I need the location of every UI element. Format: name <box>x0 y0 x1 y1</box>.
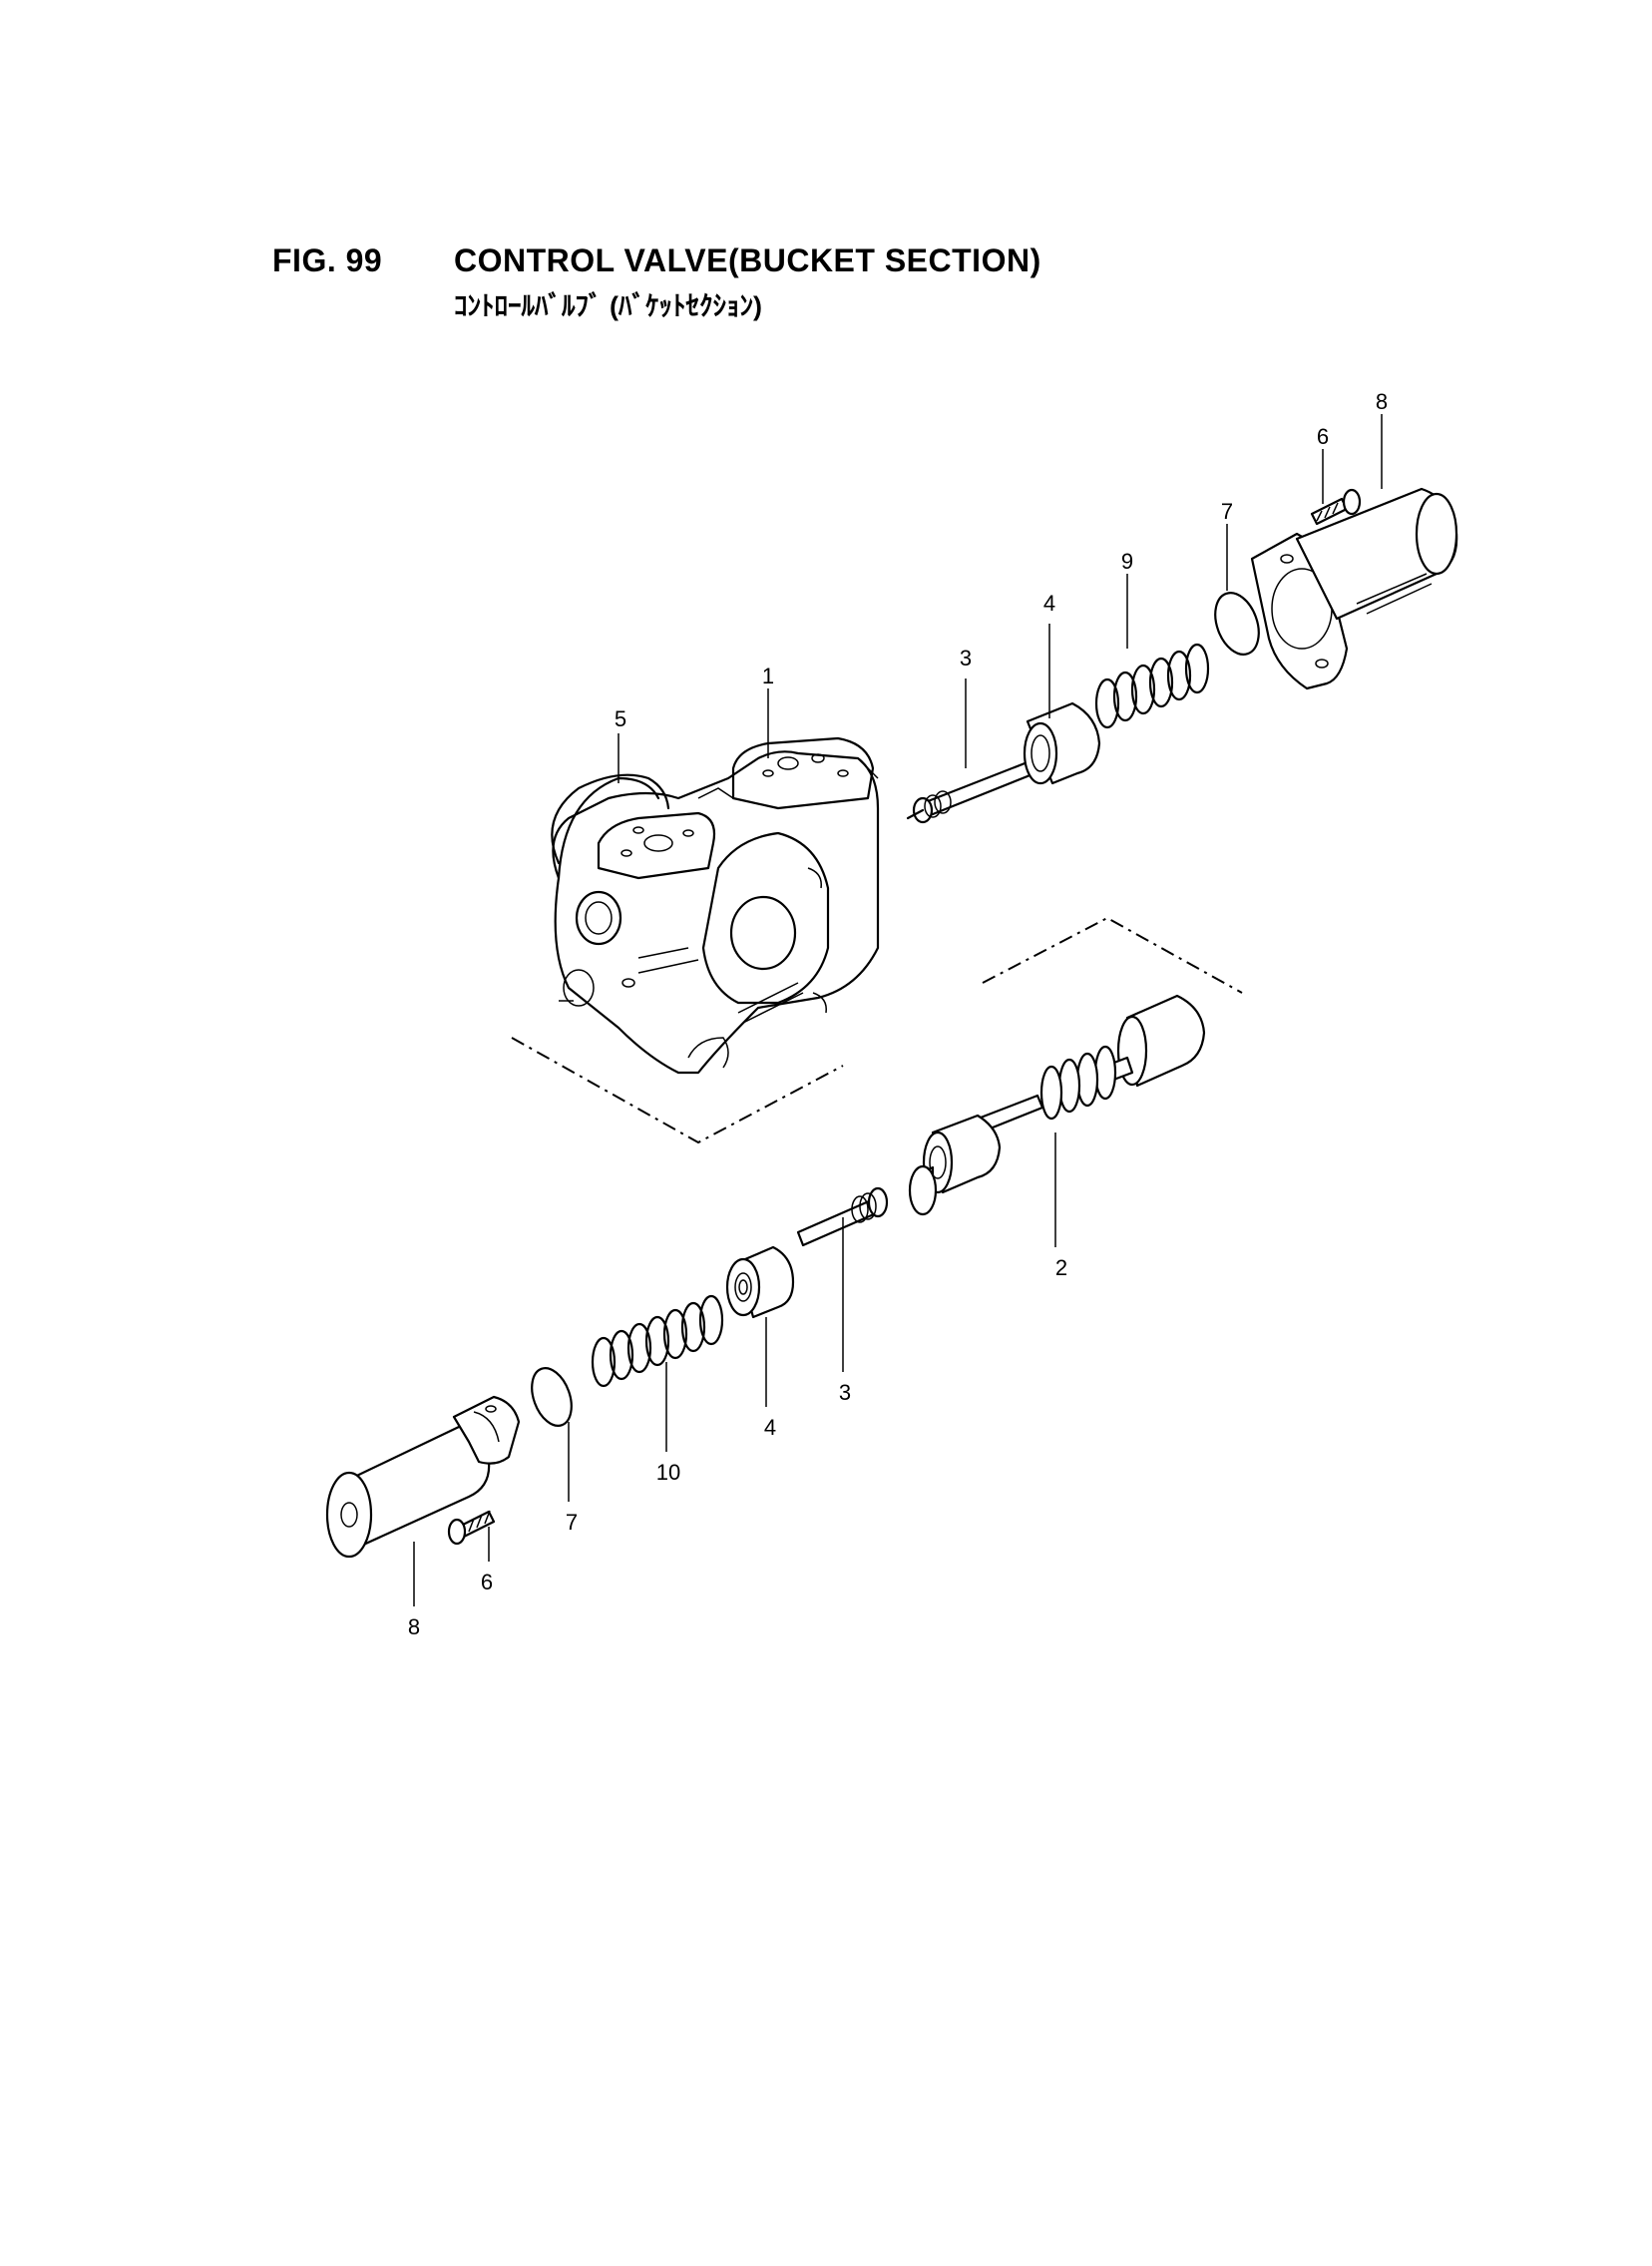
callout-numbers: 1 2 3 3 4 4 5 6 6 7 7 8 8 9 10 <box>408 389 1388 1639</box>
callout-10: 10 <box>656 1460 680 1485</box>
callout-5: 5 <box>615 706 626 731</box>
spool-stem-lower <box>796 1186 889 1247</box>
callout-8-lower: 8 <box>408 1614 420 1639</box>
figure-title: CONTROL VALVE(BUCKET SECTION) <box>454 242 1041 278</box>
spring-9 <box>1094 643 1210 729</box>
sleeve-lower <box>725 1245 795 1319</box>
callout-6-upper: 6 <box>1317 424 1329 449</box>
bolt-lower <box>447 1510 496 1546</box>
callout-9: 9 <box>1121 549 1133 574</box>
callout-7-upper: 7 <box>1221 499 1233 524</box>
callout-4-upper: 4 <box>1043 591 1055 616</box>
callout-4-lower: 4 <box>764 1415 776 1440</box>
assembly-axis-upper <box>982 916 1243 994</box>
leader-lines <box>413 414 1383 1606</box>
o-ring-7-upper <box>1214 592 1260 656</box>
valve-body <box>552 736 880 1075</box>
callout-8-upper: 8 <box>1376 389 1388 414</box>
cap-upper <box>1250 487 1458 690</box>
callout-3-lower: 3 <box>839 1380 851 1405</box>
spring-10 <box>591 1294 724 1388</box>
callout-6-lower: 6 <box>481 1570 493 1594</box>
cap-lower <box>325 1395 521 1559</box>
o-ring-5 <box>551 773 670 865</box>
o-ring-7-lower <box>531 1367 573 1427</box>
sleeve-upper <box>1023 701 1101 785</box>
callout-1: 1 <box>762 664 774 688</box>
figure-subtitle-japanese: ｺﾝﾄﾛｰﾙﾊﾞﾙﾌﾞ (ﾊﾞｹｯﾄｾｸｼｮﾝ) <box>454 291 762 321</box>
callout-2: 2 <box>1055 1255 1067 1280</box>
assembly-axis-lower <box>511 1037 844 1144</box>
figure-number: FIG. 99 <box>272 242 383 278</box>
bolt-upper <box>1310 488 1362 526</box>
callout-7-lower: 7 <box>566 1510 578 1535</box>
spool-stem-upper <box>906 756 1044 824</box>
main-spool <box>908 994 1206 1216</box>
callout-3-upper: 3 <box>960 646 972 671</box>
